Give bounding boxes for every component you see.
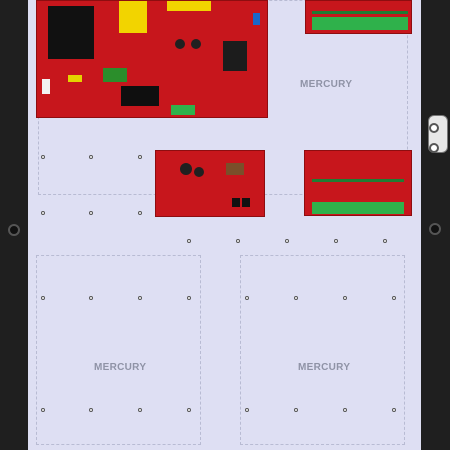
mount-hole-icon <box>138 296 142 300</box>
mount-hole-icon <box>392 408 396 412</box>
relay-1 <box>223 41 247 71</box>
mount-hole-icon <box>187 239 191 243</box>
mount-hole-icon <box>41 155 45 159</box>
mount-hole-icon <box>236 239 240 243</box>
ic-1 <box>103 68 127 82</box>
green-terminal <box>171 105 195 115</box>
mounting-plate: MERCURY MERCURY MERCURY <box>8 0 441 450</box>
zone-bottom-left <box>36 255 201 445</box>
black-block-1 <box>232 198 240 207</box>
green-terminal-top-right <box>312 17 408 30</box>
mount-hole-icon <box>429 143 439 153</box>
mount-hole-icon <box>41 211 45 215</box>
middle-power-board <box>155 150 265 217</box>
top-right-relay-board <box>305 0 412 34</box>
mount-hole-icon <box>89 155 93 159</box>
mount-hole-icon <box>187 296 191 300</box>
pin-row-top <box>312 11 408 14</box>
mount-hole-icon <box>89 296 93 300</box>
mount-hole-icon <box>138 408 142 412</box>
mount-hole-icon <box>245 296 249 300</box>
mount-hole-icon <box>334 239 338 243</box>
ic-2 <box>121 86 159 106</box>
pin-row-right <box>312 179 404 182</box>
heat-sink <box>48 6 94 59</box>
mercury-right-label: MERCURY <box>298 362 351 373</box>
mount-hole-icon <box>138 211 142 215</box>
mount-hole-icon <box>138 155 142 159</box>
zone-bottom-right <box>240 255 405 445</box>
blue-component <box>253 13 260 25</box>
white-connector <box>42 79 50 94</box>
mercury-top-label: MERCURY <box>300 79 353 90</box>
capacitor-1 <box>175 39 185 49</box>
black-block-2 <box>242 198 250 207</box>
yellow-module <box>68 75 82 82</box>
cap-middle-1 <box>180 163 192 175</box>
bolt-icon <box>8 224 20 236</box>
cap-middle-2 <box>194 167 204 177</box>
mount-hole-icon <box>383 239 387 243</box>
power-supply-board <box>36 0 268 118</box>
mount-hole-icon <box>285 239 289 243</box>
bolt-icon <box>429 223 441 235</box>
mount-hole-icon <box>245 408 249 412</box>
right-relay-board <box>304 150 412 216</box>
transformer <box>119 1 147 33</box>
mount-hole-icon <box>294 296 298 300</box>
mount-hole-icon <box>392 296 396 300</box>
mount-hole-icon <box>343 296 347 300</box>
relay-middle <box>226 163 244 175</box>
mount-hole-icon <box>187 408 191 412</box>
capacitor-2 <box>191 39 201 49</box>
mount-hole-icon <box>294 408 298 412</box>
mount-hole-icon <box>41 296 45 300</box>
mount-hole-icon <box>41 408 45 412</box>
transformer-2 <box>167 1 211 11</box>
mount-hole-icon <box>89 408 93 412</box>
mercury-left-label: MERCURY <box>94 362 147 373</box>
mount-hole-icon <box>429 123 439 133</box>
mount-hole-icon <box>343 408 347 412</box>
green-terminal-right <box>312 202 404 214</box>
mount-hole-icon <box>89 211 93 215</box>
